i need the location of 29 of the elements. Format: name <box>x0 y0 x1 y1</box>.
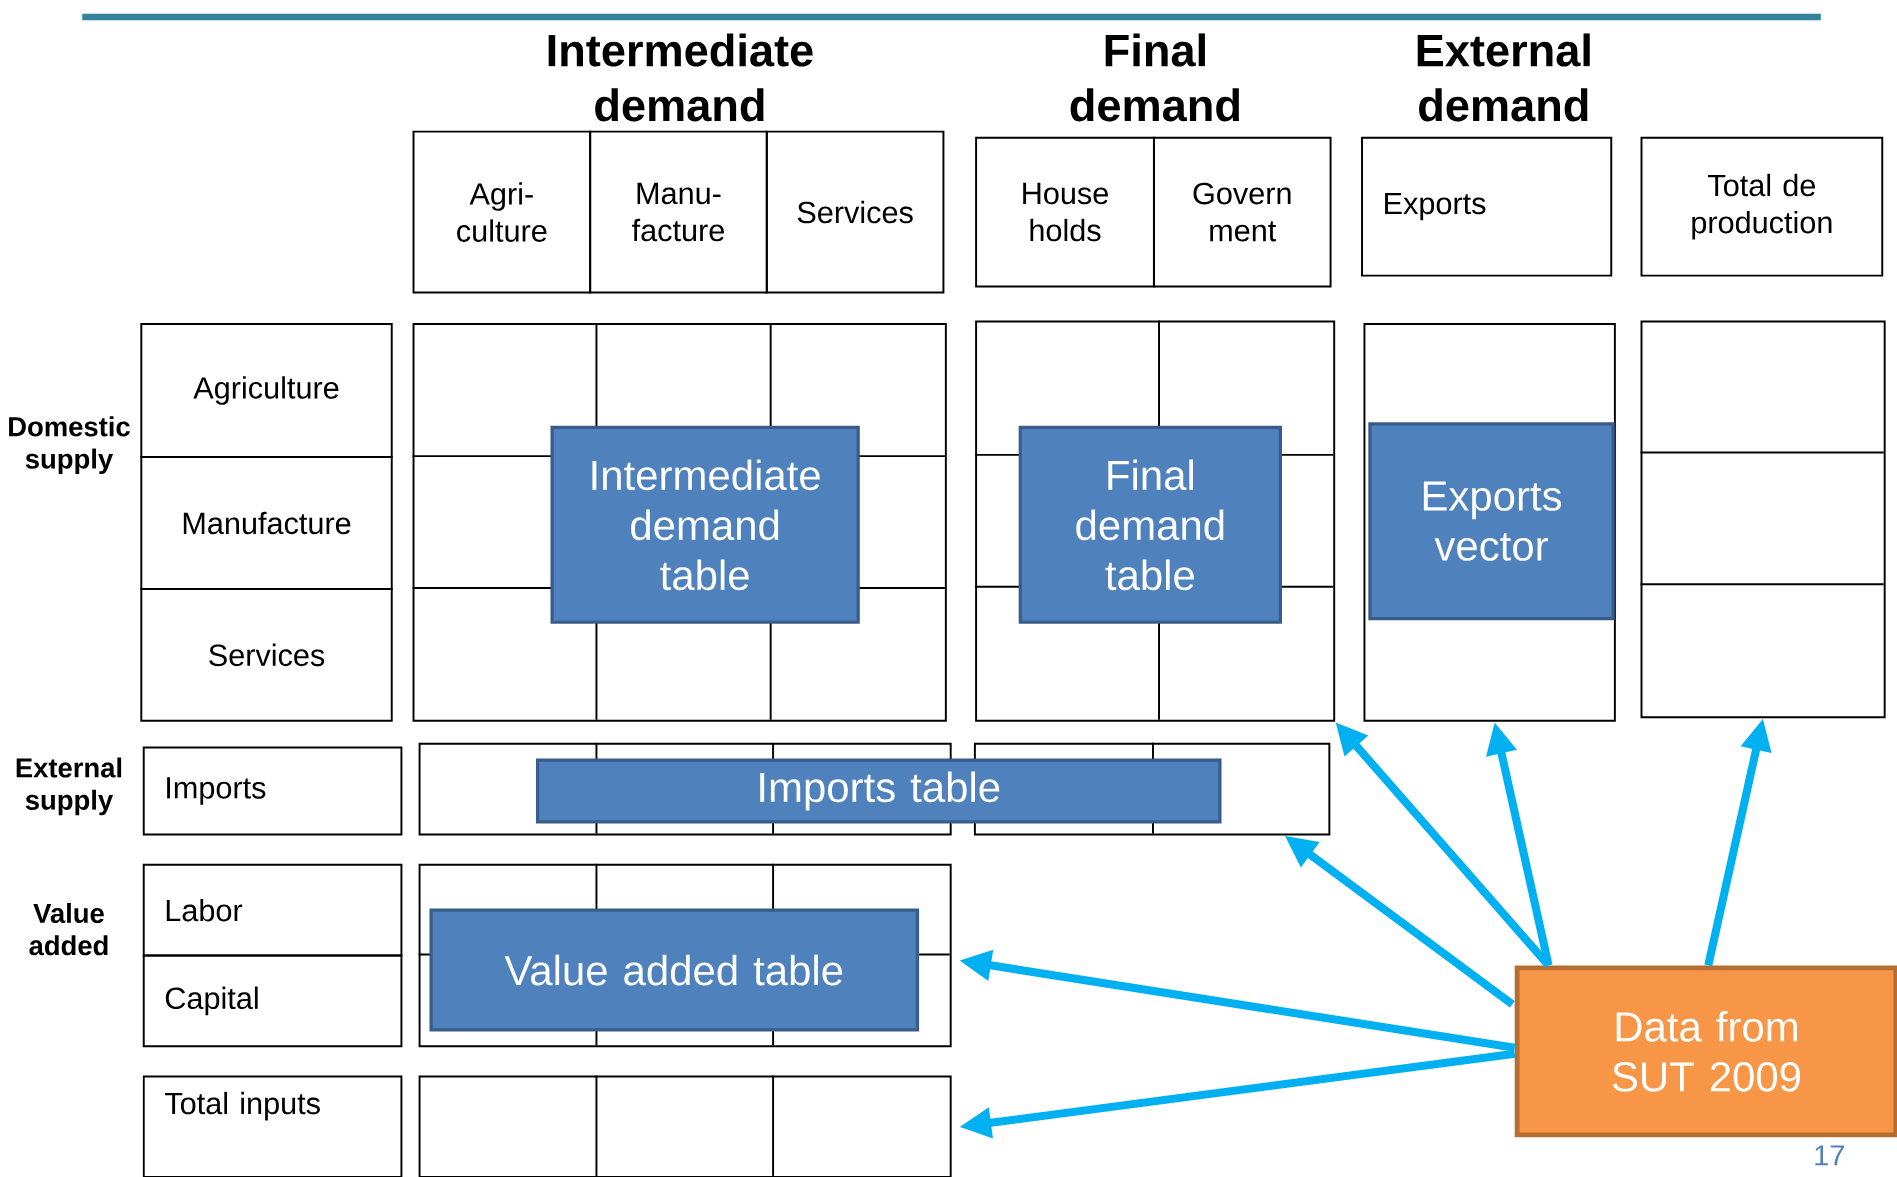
row-heading: External supply <box>16 757 122 816</box>
table-grid <box>418 1074 952 1177</box>
table-box: Intermediate demand table <box>550 425 860 624</box>
table-cell: Manufacture <box>140 456 393 590</box>
table-cell: Manu- facture <box>589 130 768 294</box>
table-cell: Labor <box>142 863 403 957</box>
table-cell: Imports <box>142 746 403 836</box>
table-box: Exports vector <box>1368 422 1615 621</box>
table-grid <box>1363 322 1616 722</box>
column-heading: External demand <box>1417 33 1590 122</box>
column-heading: Final demand <box>1070 33 1239 122</box>
table-cell: House holds <box>975 136 1155 288</box>
table-grid <box>1639 320 1886 719</box>
table-cell: Agri- culture <box>412 130 592 294</box>
row-heading: Value added <box>29 902 108 956</box>
table-cell: Services <box>765 130 945 294</box>
table-cell: Exports <box>1361 136 1613 277</box>
table-box: Final demand table <box>1018 425 1282 624</box>
table-cell: Total inputs <box>142 1075 403 1177</box>
table-cell: Govern ment <box>1152 136 1332 288</box>
table-cell: Services <box>140 587 393 722</box>
row-heading: Domestic supply <box>9 416 130 475</box>
table-box: Imports table <box>535 758 1222 824</box>
table-cell: Capital <box>142 954 403 1048</box>
table-cell: Agriculture <box>140 322 393 458</box>
table-box: Value added table <box>429 908 920 1032</box>
table-cell: Total de production <box>1640 136 1884 277</box>
column-heading: Intermediate demand <box>548 33 813 122</box>
source-box: Data from SUT 2009 <box>1514 965 1897 1138</box>
